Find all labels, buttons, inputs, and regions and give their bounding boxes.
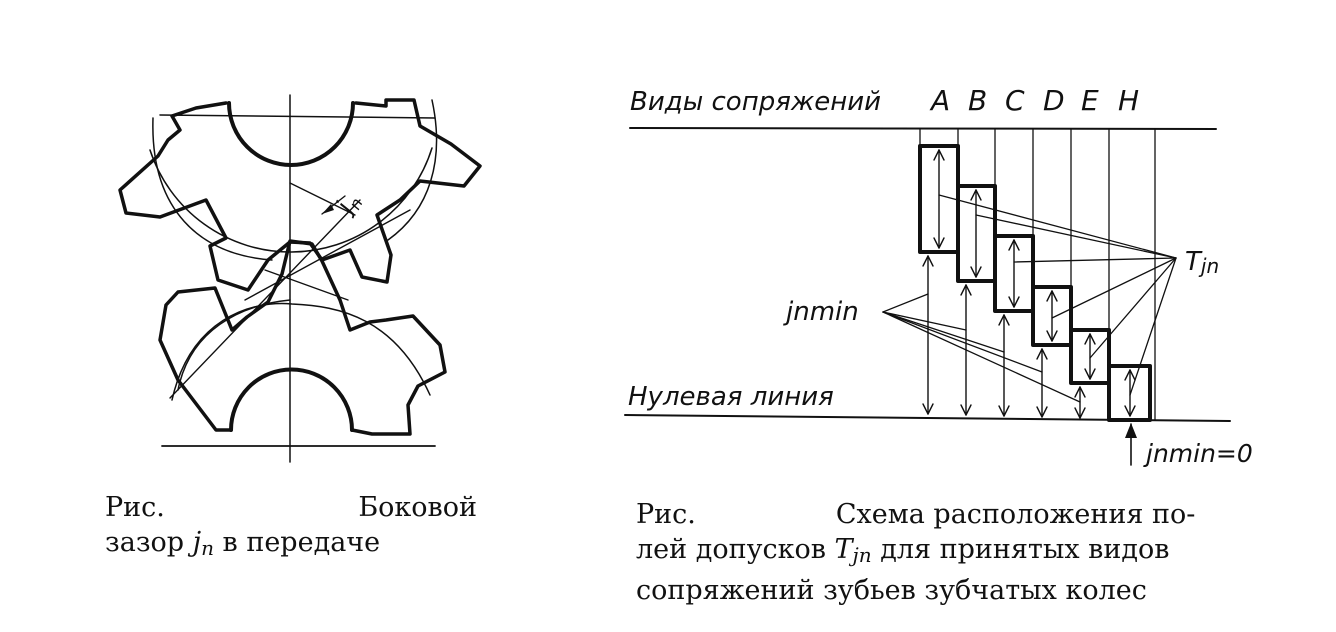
tolerance-box-h bbox=[1107, 364, 1152, 422]
left-caption-text-b: в передаче bbox=[222, 527, 381, 558]
jnmin-arrows bbox=[922, 255, 1086, 419]
letter-e: E bbox=[1081, 84, 1099, 117]
backlash-leader bbox=[289, 182, 356, 216]
left-caption-symbol-sub: n bbox=[201, 536, 214, 560]
letter-c: C bbox=[1005, 84, 1025, 117]
zero-line-label: Нулевая линия bbox=[628, 382, 834, 412]
lower-gear-pitch-circle bbox=[171, 302, 431, 401]
tjn-label: Tjn bbox=[1185, 247, 1219, 278]
letter-d: D bbox=[1043, 84, 1065, 117]
left-caption: Рис. Боковой зазор jn в передаче bbox=[105, 490, 477, 566]
jnmin-label: jnmin bbox=[783, 297, 859, 327]
right-caption-symbol-sub: jn bbox=[852, 543, 872, 567]
left-caption-word: Боковой bbox=[358, 492, 477, 523]
left-caption-prefix: Рис. bbox=[105, 492, 165, 523]
right-outer-arc bbox=[387, 99, 438, 241]
gear-pair-drawing: jn bbox=[118, 94, 482, 463]
letter-h: H bbox=[1118, 84, 1139, 117]
top-reference-line bbox=[629, 127, 1217, 130]
lower-gear-hub bbox=[229, 367, 354, 432]
left-caption-line2: зазор jn в передаче bbox=[105, 525, 477, 566]
line-of-action-b bbox=[264, 269, 349, 301]
left-caption-line1: Рис. Боковой bbox=[105, 490, 477, 525]
letter-a: A bbox=[929, 84, 950, 117]
tjn-leaders bbox=[938, 194, 1177, 396]
right-caption-symbol: T bbox=[834, 534, 853, 565]
right-caption-text-2a: лей допусков bbox=[636, 534, 826, 565]
h-zero-arrowhead bbox=[1125, 423, 1137, 438]
lower-gear-outline bbox=[158, 239, 447, 436]
right-caption: Рис. Схема расположения по- лей допусков… bbox=[636, 497, 1276, 608]
lower-left-arc bbox=[177, 299, 291, 391]
tolerance-box-e bbox=[1069, 328, 1111, 385]
right-caption-text-2b: для принятых видов bbox=[880, 534, 1170, 565]
tolerance-box-b bbox=[956, 184, 997, 283]
tolerance-box-c bbox=[993, 234, 1035, 313]
backlash-arrowhead bbox=[322, 204, 334, 214]
tolerance-boxes bbox=[918, 144, 1152, 422]
jnmin-leaders bbox=[882, 293, 1081, 403]
upper-addendum-arc bbox=[152, 117, 273, 261]
line-of-action-a bbox=[169, 199, 361, 399]
backlash-label: jn bbox=[329, 189, 367, 222]
tolerance-box-d bbox=[1031, 285, 1073, 347]
right-caption-text-1: Схема расположения по- bbox=[835, 499, 1196, 530]
top-horizontal-axis bbox=[159, 114, 436, 119]
right-caption-line2: лей допусков Tjn для принятых видов bbox=[636, 532, 1276, 573]
left-caption-text-a: зазор bbox=[105, 527, 185, 558]
header-label: Виды сопряжений bbox=[630, 87, 881, 117]
line-of-action-c bbox=[244, 209, 411, 301]
letter-b: B bbox=[968, 84, 987, 117]
right-caption-line1: Рис. Схема расположения по- bbox=[636, 497, 1276, 532]
tolerance-scheme: Виды сопряжений A B C D E H Нулевая лини… bbox=[624, 84, 1253, 468]
upper-gear-hub bbox=[227, 101, 355, 167]
right-caption-prefix: Рис. bbox=[636, 499, 696, 530]
left-caption-symbol: j bbox=[192, 527, 202, 558]
jnmin-zero-label: jnmin=0 bbox=[1143, 439, 1253, 468]
right-caption-line3: сопряжений зубьев зубчатых колес bbox=[636, 575, 1147, 606]
column-lines bbox=[919, 128, 1156, 421]
